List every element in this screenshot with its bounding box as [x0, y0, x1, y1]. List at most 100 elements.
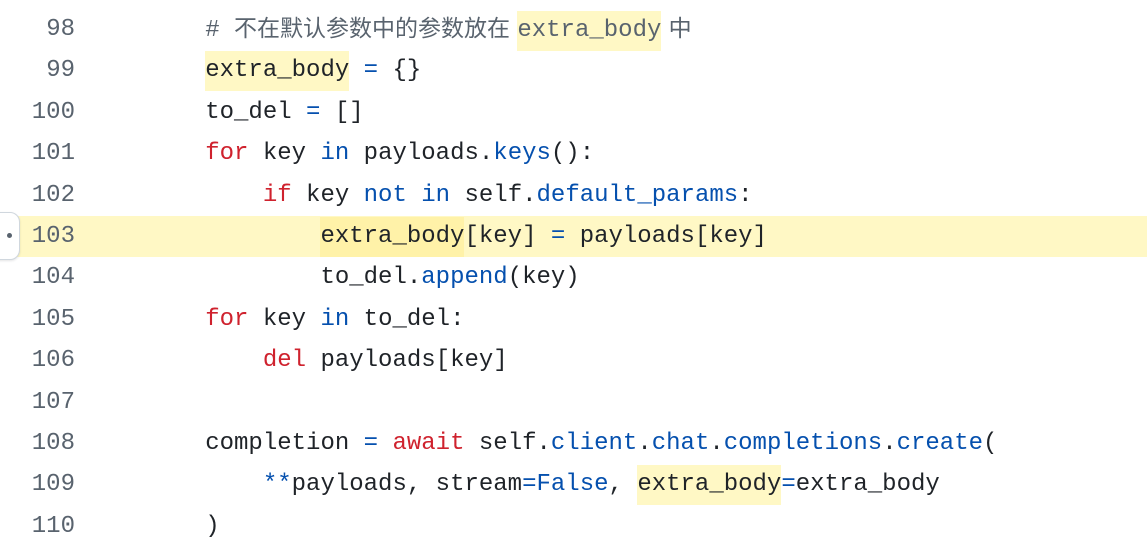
- code-token: to_del:: [349, 305, 465, 333]
- code-token: [349, 57, 363, 84]
- code-token: in: [320, 140, 350, 168]
- code-line[interactable]: 108 completion = await self.client.chat.…: [0, 423, 1147, 464]
- line-number[interactable]: 102: [31, 181, 75, 209]
- line-code: to_del = []: [90, 92, 363, 133]
- line-number[interactable]: 106: [31, 347, 75, 375]
- code-token: =: [550, 222, 566, 250]
- code-token: =: [306, 98, 321, 126]
- code-token: create: [896, 429, 984, 457]
- line-number[interactable]: 110: [31, 512, 75, 540]
- line-number[interactable]: 100: [31, 98, 75, 126]
- code-token: ,: [608, 471, 638, 499]
- code-token: extra_body: [795, 471, 940, 499]
- code-token: 不在默认参数中的参数放在: [234, 16, 518, 42]
- line-number[interactable]: 107: [31, 388, 75, 416]
- code-token: .: [637, 429, 652, 457]
- code-token: key: [248, 140, 321, 168]
- code-line[interactable]: 102 if key not in self.default_params:: [0, 175, 1147, 216]
- indent: [90, 99, 205, 126]
- code-token: [378, 430, 392, 457]
- line-code: for key in to_del:: [90, 299, 464, 340]
- line-number[interactable]: 98: [46, 16, 75, 43]
- code-token: completions: [723, 429, 883, 457]
- code-line[interactable]: 104 to_del.append(key): [0, 257, 1147, 298]
- code-line[interactable]: 105 for key in to_del:: [0, 299, 1147, 340]
- code-token: key: [248, 305, 321, 333]
- indent: [90, 57, 205, 84]
- highlighted-token: extra_body: [637, 465, 782, 506]
- code-line[interactable]: 103 extra_body[key] = payloads[key]: [0, 215, 1147, 258]
- line-code: # 不在默认参数中的参数放在 extra_body 中: [90, 9, 692, 51]
- code-token: not: [363, 181, 407, 209]
- code-line[interactable]: 107: [0, 382, 1147, 423]
- code-token: in: [421, 181, 451, 209]
- line-code: del payloads[key]: [90, 340, 508, 381]
- code-token: if: [262, 181, 292, 209]
- indent: [90, 347, 263, 374]
- code-token: {}: [378, 57, 422, 85]
- indent: [90, 17, 205, 44]
- line-code: if key not in self.default_params:: [90, 175, 753, 216]
- line-number[interactable]: 108: [31, 429, 75, 457]
- code-token: client: [550, 429, 638, 457]
- code-token: [key]: [464, 222, 551, 250]
- code-token: payloads.: [349, 140, 494, 168]
- code-token: payloads, stream: [291, 471, 523, 499]
- code-token: ():: [550, 140, 595, 168]
- code-token: default_params: [536, 181, 739, 209]
- code-token: .: [709, 429, 724, 457]
- code-token: payloads[key]: [306, 347, 508, 375]
- line-code: ): [90, 506, 219, 547]
- line-number[interactable]: 104: [31, 264, 75, 292]
- line-code: completion = await self.client.chat.comp…: [90, 423, 997, 464]
- code-token: chat: [651, 429, 710, 457]
- line-code: extra_body = {}: [90, 50, 422, 92]
- indent: [90, 430, 205, 457]
- line-number[interactable]: 105: [31, 305, 75, 333]
- code-token: to_del: [205, 98, 307, 126]
- indent: [90, 306, 205, 333]
- code-line[interactable]: 101 for key in payloads.keys():: [0, 133, 1147, 174]
- code-token: in: [320, 305, 350, 333]
- code-token: for: [205, 305, 249, 333]
- indent: [90, 182, 263, 209]
- code-token: False: [536, 471, 609, 499]
- line-options-button[interactable]: [0, 212, 20, 260]
- line-number[interactable]: 101: [31, 140, 75, 168]
- code-token: append: [421, 264, 508, 292]
- code-line[interactable]: 99 extra_body = {}: [0, 50, 1147, 92]
- highlighted-token: extra_body: [205, 51, 350, 92]
- code-token: =: [781, 471, 796, 499]
- line-code: extra_body[key] = payloads[key]: [90, 216, 767, 257]
- code-token: self.: [464, 429, 551, 457]
- code-line[interactable]: 109 **payloads, stream=False, extra_body…: [0, 464, 1147, 506]
- code-token: .: [882, 429, 897, 457]
- code-token: to_del.: [320, 264, 422, 292]
- line-number[interactable]: 109: [31, 471, 75, 499]
- code-token: (key): [507, 264, 580, 292]
- code-token: =: [363, 429, 379, 457]
- code-token: =: [363, 57, 379, 85]
- line-code: to_del.append(key): [90, 257, 580, 298]
- code-token: [407, 182, 421, 209]
- code-token: =: [522, 471, 537, 499]
- highlighted-token: extra_body: [517, 11, 662, 51]
- code-token: for: [205, 140, 249, 168]
- code-line[interactable]: 106 del payloads[key]: [0, 340, 1147, 381]
- indent: [90, 264, 320, 291]
- code-line[interactable]: 98 # 不在默认参数中的参数放在 extra_body 中: [0, 9, 1147, 51]
- line-code: **payloads, stream=False, extra_body=ext…: [90, 464, 940, 506]
- code-token: :: [738, 181, 753, 209]
- indent: [90, 513, 205, 540]
- line-number[interactable]: 103: [31, 222, 75, 250]
- code-line[interactable]: 100 to_del = []: [0, 92, 1147, 133]
- code-token: del: [262, 347, 307, 375]
- code-token: completion: [205, 429, 364, 457]
- code-token: payloads[key]: [565, 222, 767, 250]
- code-token: await: [392, 429, 465, 457]
- code-line[interactable]: 110 ): [0, 506, 1147, 547]
- line-code: for key in payloads.keys():: [90, 133, 594, 174]
- line-number[interactable]: 99: [46, 57, 75, 85]
- indent: [90, 140, 205, 167]
